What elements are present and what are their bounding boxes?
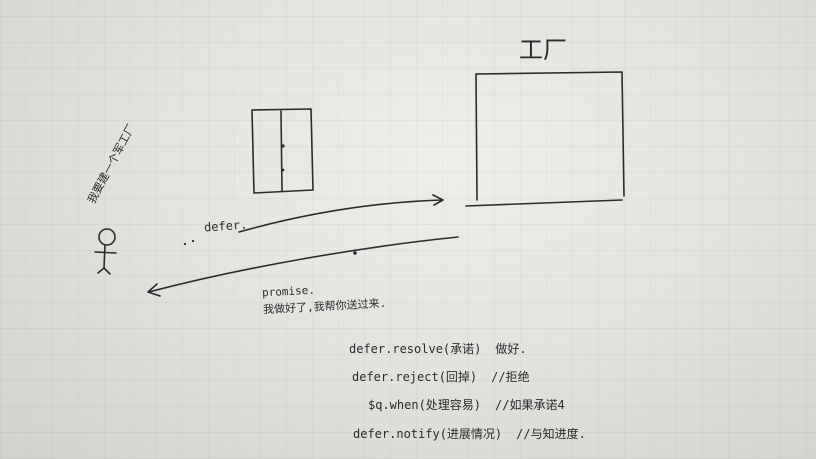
- code-text: $q.when(处理容易): [368, 398, 482, 412]
- sketch-dots: [183, 144, 357, 255]
- promise-label: promise.: [261, 283, 316, 300]
- code-line-when: $q.when(处理容易) //如果承诺4: [368, 396, 579, 413]
- code-line-notify: defer.notify(进展情况) //与知进度.: [353, 425, 600, 442]
- code-text: defer.notify(进展情况): [353, 427, 503, 441]
- promise-arrow: [147, 236, 459, 297]
- code-text: defer.resolve(承诺): [349, 342, 482, 356]
- defer-label: defer.: [203, 217, 248, 235]
- defer-arrow: [238, 194, 444, 233]
- factory-box-sketch: [465, 71, 625, 207]
- code-comment: //与知进度.: [516, 427, 586, 441]
- code-line-reject: defer.reject(回掉) //拒绝: [352, 368, 544, 385]
- small-building-sketch: [251, 108, 314, 194]
- code-comment: //拒绝: [491, 370, 530, 384]
- code-comment: 做好.: [495, 342, 527, 356]
- code-comment: //如果承诺4: [495, 398, 565, 412]
- factory-label: 工厂: [519, 36, 567, 64]
- code-text: defer.reject(回掉): [352, 370, 478, 384]
- code-line-resolve: defer.resolve(承诺) 做好.: [349, 340, 541, 357]
- stick-figure-icon: [94, 228, 117, 275]
